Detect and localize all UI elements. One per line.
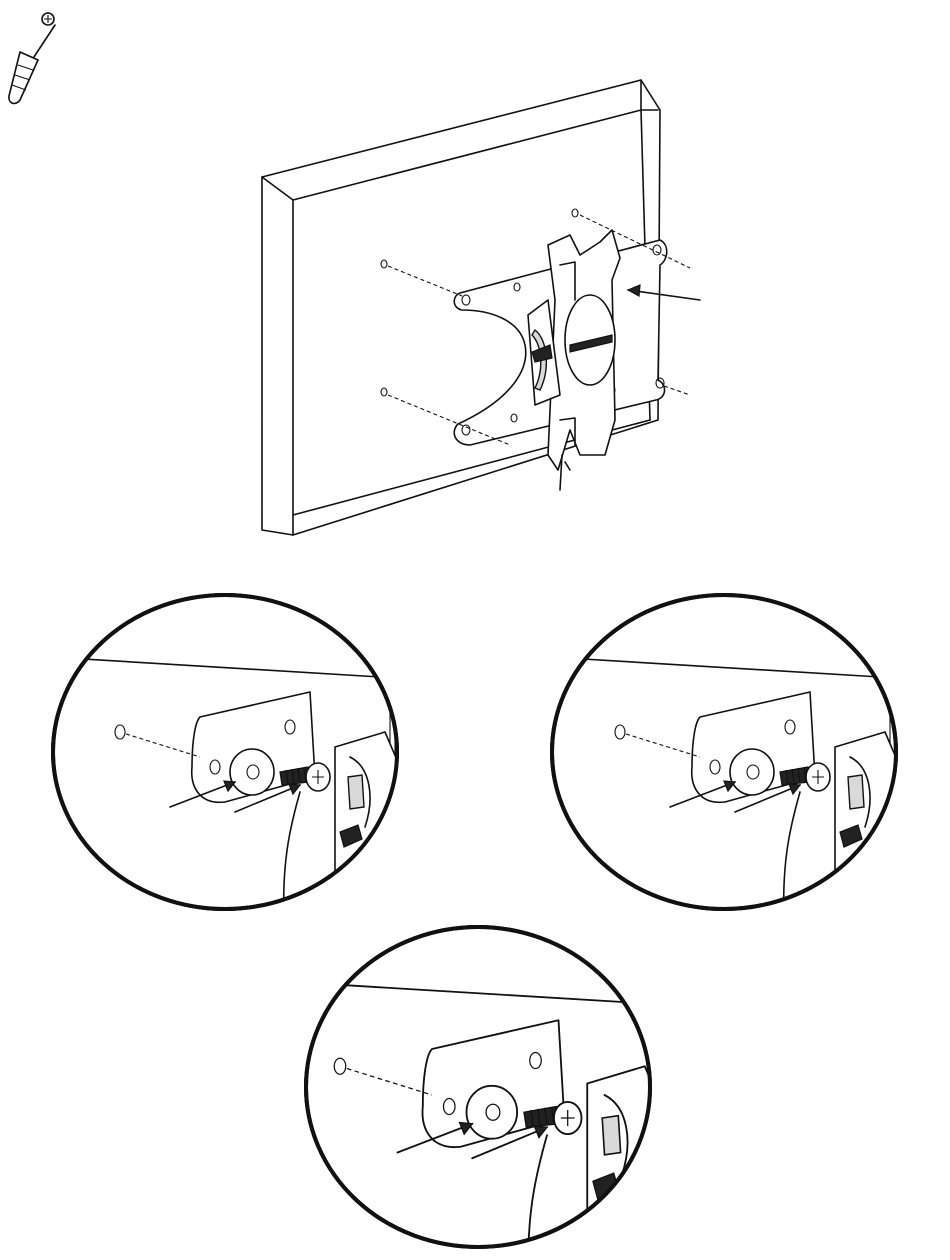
detail-c xyxy=(260,927,663,1260)
detail-b xyxy=(550,595,900,937)
detail-a xyxy=(50,595,400,937)
screwdriver-icon xyxy=(9,13,55,103)
